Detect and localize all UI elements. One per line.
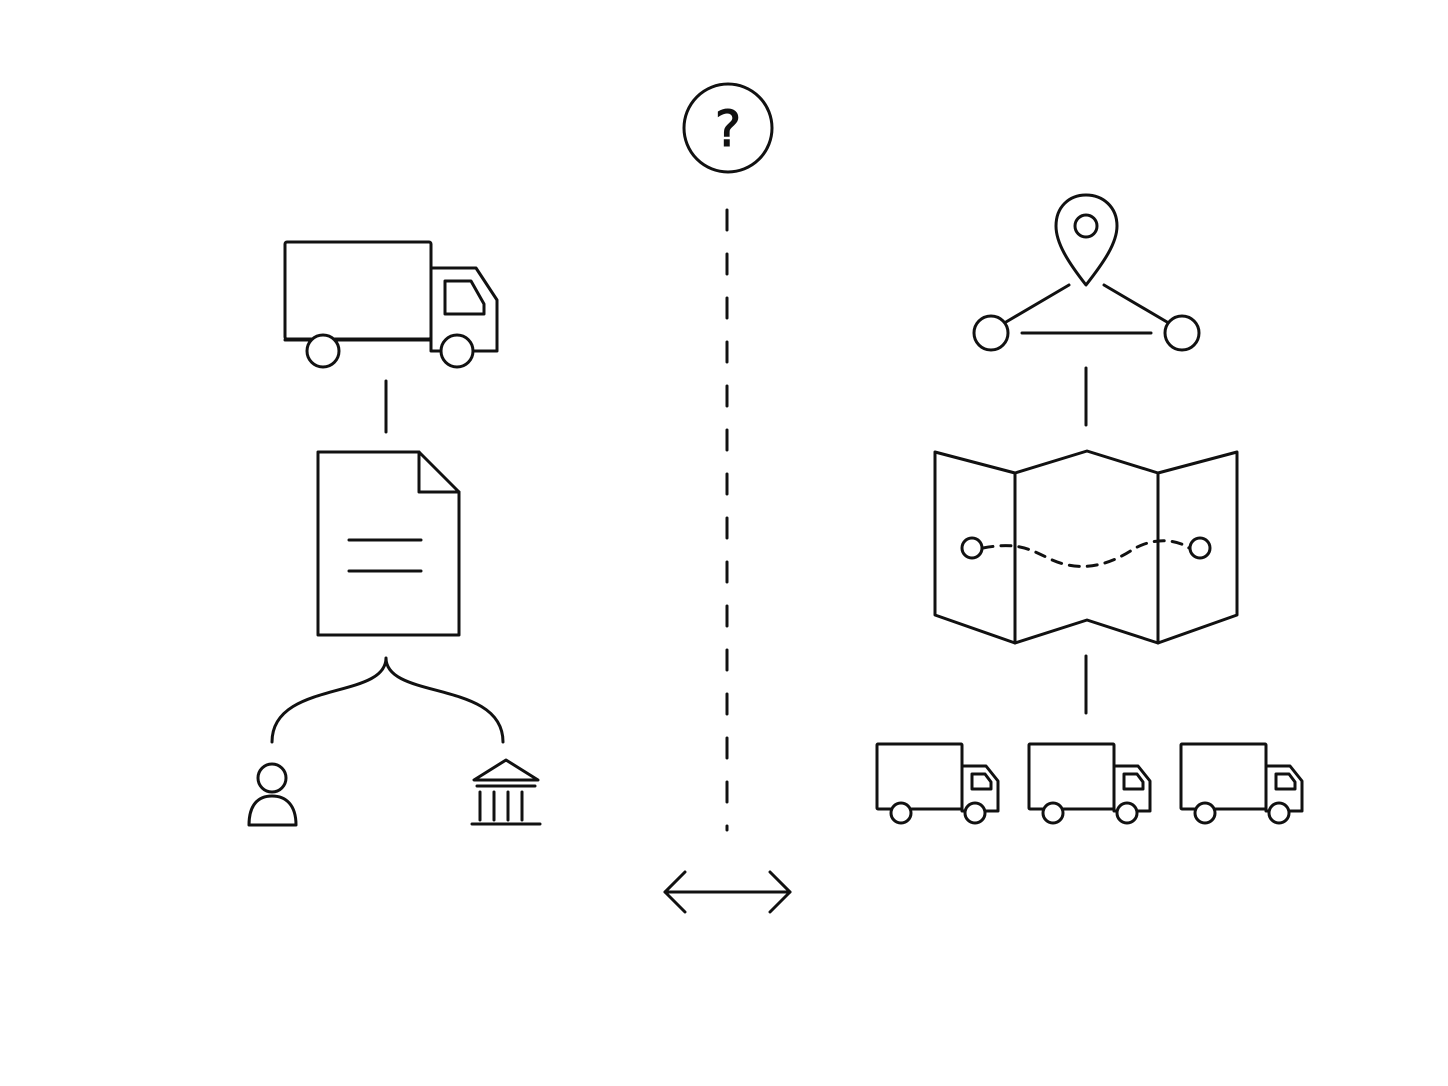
truck-icon — [1179, 742, 1304, 825]
route-map-icon — [933, 449, 1239, 645]
question-mark: ? — [715, 100, 742, 158]
left-branch — [247, 240, 542, 827]
double-arrow-icon — [663, 870, 792, 914]
location-network-icon — [972, 193, 1201, 352]
question-circle-icon: ? — [682, 82, 774, 174]
bank-icon — [470, 758, 542, 826]
document-icon — [316, 450, 461, 637]
person-icon — [247, 762, 298, 827]
truck-icon — [1027, 742, 1152, 825]
truck-icon — [283, 240, 499, 369]
right-branch — [875, 193, 1304, 825]
center-divider: ? — [663, 82, 792, 914]
truck-icon — [875, 742, 1000, 825]
split-connector — [270, 656, 505, 744]
